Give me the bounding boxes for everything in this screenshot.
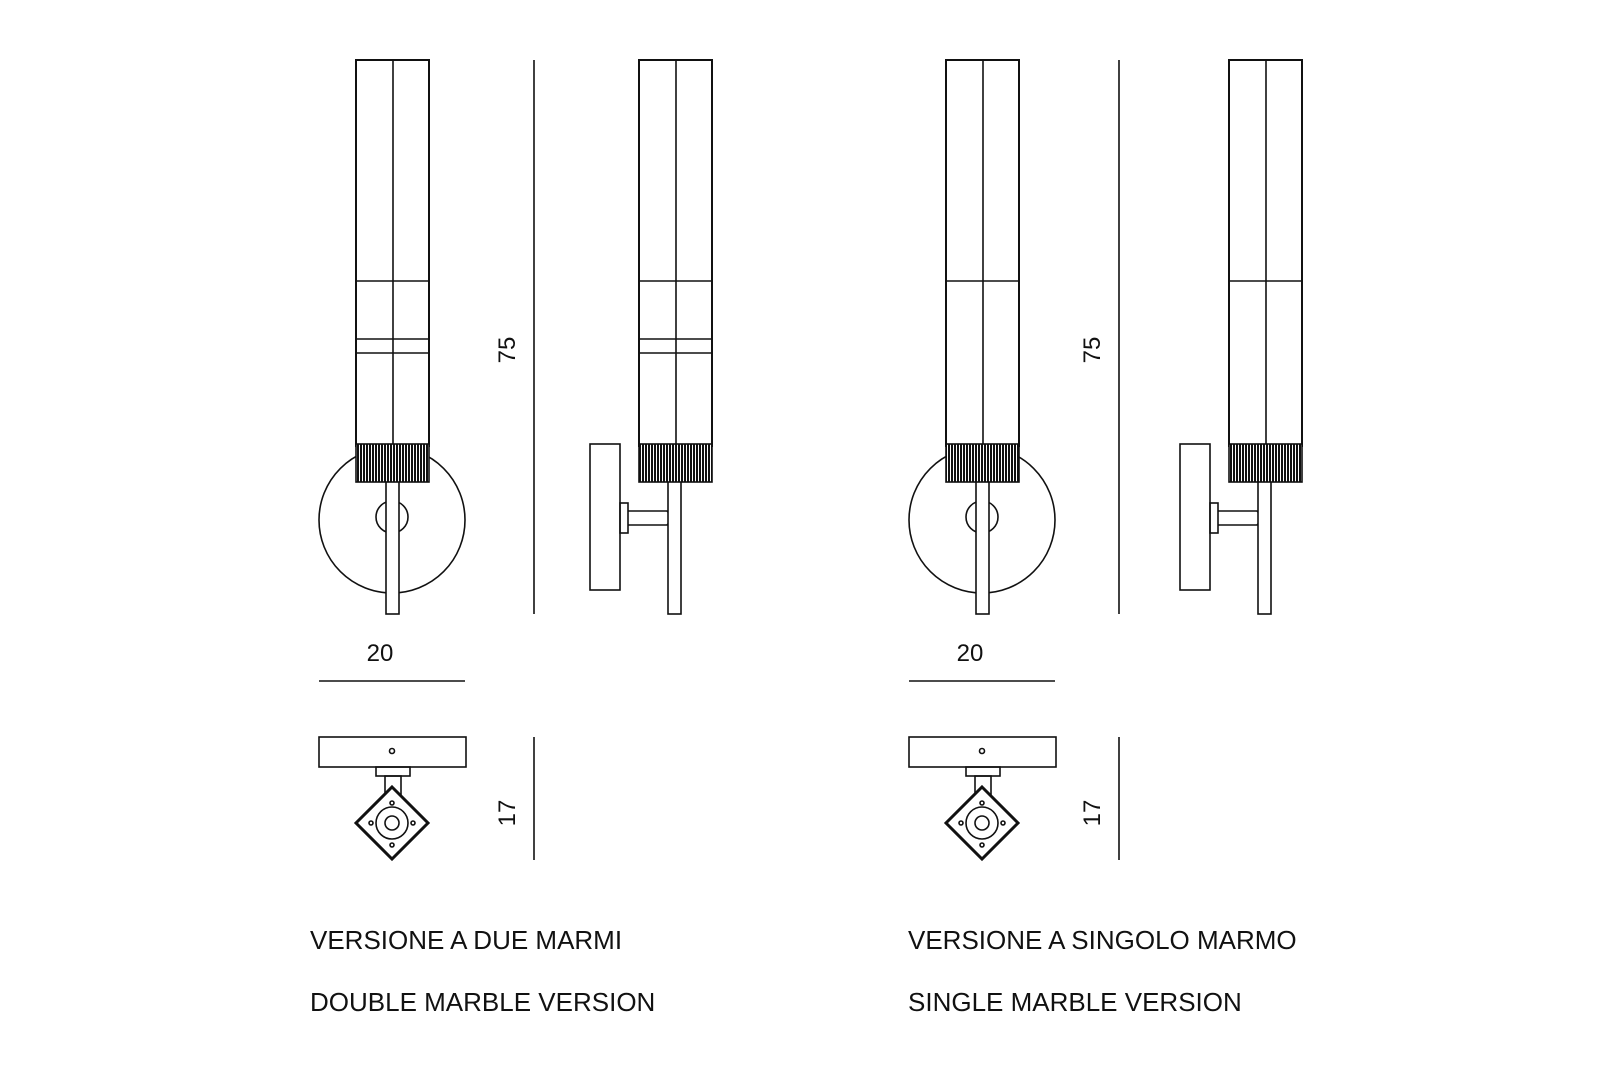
depth-label-single: 17 — [1079, 800, 1106, 827]
double-marble-top-view — [318, 736, 467, 862]
single-marble-height-dimension: 75 — [1079, 60, 1120, 614]
height-label-single: 75 — [1079, 337, 1106, 364]
depth-label-double: 17 — [494, 800, 521, 827]
double-marble-title-english: DOUBLE MARBLE VERSION — [310, 987, 656, 1017]
single-marble-top-view — [908, 736, 1057, 862]
double-marble-depth-dimension: 17 — [494, 737, 535, 860]
single-marble-width-dimension: 20 — [909, 640, 1055, 682]
double-marble-side-view — [589, 59, 713, 615]
double-marble-width-dimension: 20 — [319, 640, 465, 682]
single-marble-side-view — [1179, 59, 1303, 615]
double-marble-front-view — [318, 59, 466, 615]
single-marble-title-english: SINGLE MARBLE VERSION — [908, 987, 1242, 1017]
double-marble-height-dimension: 75 — [494, 60, 535, 614]
single-marble-title-italian: VERSIONE A SINGOLO MARMO — [908, 925, 1297, 955]
width-label-double: 20 — [367, 640, 394, 667]
height-label-double: 75 — [494, 337, 521, 364]
single-marble-front-view — [908, 59, 1056, 615]
double-marble-title-italian: VERSIONE A DUE MARMI — [310, 925, 623, 955]
width-label-single: 20 — [957, 640, 984, 667]
single-marble-depth-dimension: 17 — [1079, 737, 1120, 860]
